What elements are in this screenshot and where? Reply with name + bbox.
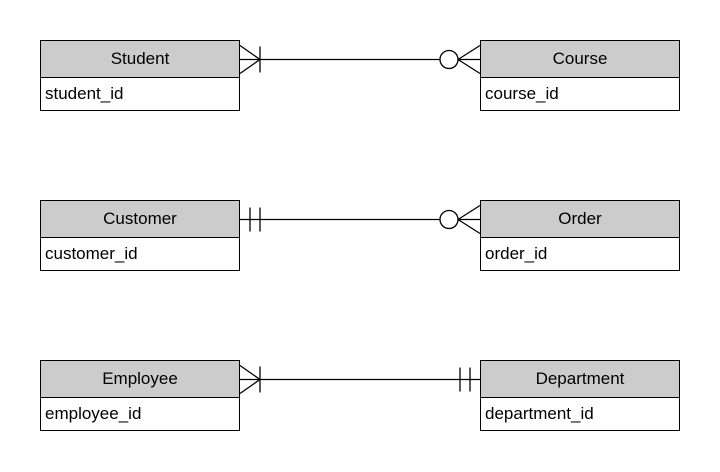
entity-department-title: Department	[481, 361, 679, 398]
zero-circle	[439, 209, 459, 230]
entity-student-attribute: student_id	[41, 78, 239, 110]
entity-order-title: Order	[481, 201, 679, 238]
entity-employee-attribute: employee_id	[41, 398, 239, 430]
crow-foot-prong	[457, 204, 481, 221]
entity-department[interactable]: Department department_id	[480, 360, 680, 431]
relationship-student-course[interactable]	[239, 44, 481, 75]
entity-customer-attribute: customer_id	[41, 238, 239, 270]
crow-foot-prong	[239, 58, 261, 75]
relationship-customer-order[interactable]	[240, 204, 481, 235]
crow-foot-prong	[239, 378, 261, 395]
crow-foot-prong	[239, 44, 261, 61]
entity-course[interactable]: Course course_id	[480, 40, 680, 111]
crow-foot-prong	[457, 218, 481, 235]
entity-employee[interactable]: Employee employee_id	[40, 360, 240, 431]
crow-foot-prong	[239, 364, 261, 381]
entity-order[interactable]: Order order_id	[480, 200, 680, 271]
crow-foot-prong	[457, 44, 481, 61]
entity-department-attribute: department_id	[481, 398, 679, 430]
entity-customer[interactable]: Customer customer_id	[40, 200, 240, 271]
entity-student[interactable]: Student student_id	[40, 40, 240, 111]
entity-customer-title: Customer	[41, 201, 239, 238]
zero-circle	[439, 49, 459, 70]
entity-course-title: Course	[481, 41, 679, 78]
crow-foot-prong	[457, 58, 481, 75]
relationship-employee-department[interactable]	[239, 364, 480, 395]
entity-course-attribute: course_id	[481, 78, 679, 110]
entity-order-attribute: order_id	[481, 238, 679, 270]
entity-student-title: Student	[41, 41, 239, 78]
entity-employee-title: Employee	[41, 361, 239, 398]
